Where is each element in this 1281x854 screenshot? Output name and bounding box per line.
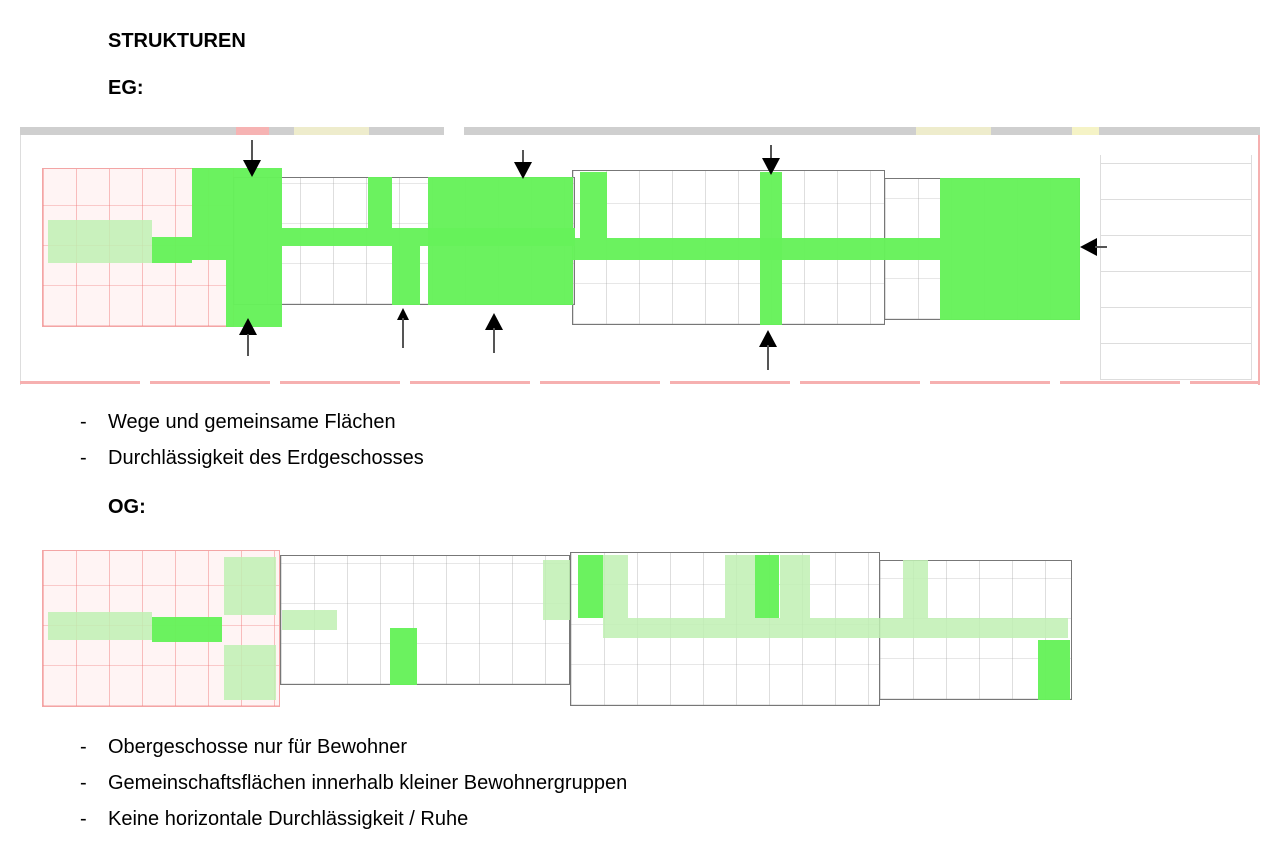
og-shared-corridor — [603, 618, 1068, 638]
og-shared-area — [224, 557, 276, 615]
eg-label: EG: — [108, 77, 144, 99]
eg-path — [580, 172, 607, 238]
eg-common-hall — [940, 178, 1080, 320]
og-shared-area — [725, 555, 755, 618]
og-shared-area — [224, 645, 276, 700]
entrance-arrow-icon — [485, 313, 503, 330]
og-label: OG: — [108, 496, 146, 518]
eg-path — [368, 177, 392, 228]
og-shared-area — [903, 560, 928, 618]
eg-corridor — [572, 238, 940, 260]
og-common-room — [152, 617, 222, 642]
eg-common-hall — [428, 177, 573, 305]
eg-path — [192, 168, 282, 260]
og-shared-area — [543, 560, 570, 620]
og-shared-area — [282, 610, 337, 630]
entrance-arrow-icon — [239, 318, 257, 335]
entrance-arrow-icon — [759, 330, 777, 347]
eg-path — [226, 260, 282, 327]
page-title: STRUKTUREN — [108, 30, 246, 52]
entrance-arrow-icon — [514, 162, 532, 179]
entrance-arrow-icon — [397, 308, 409, 320]
eg-shared-area — [48, 220, 152, 263]
entrance-arrow-icon — [243, 160, 261, 177]
entrance-arrow-icon — [762, 158, 780, 175]
eg-path — [152, 237, 192, 263]
og-shared-area — [780, 555, 810, 618]
og-common-room — [1038, 640, 1070, 700]
og-common-room — [390, 628, 417, 685]
eg-path — [760, 172, 782, 325]
eg-path — [392, 246, 420, 305]
og-shared-area — [48, 612, 152, 640]
og-common-room — [578, 555, 603, 618]
og-common-room — [755, 555, 779, 618]
entrance-arrow-icon — [1080, 238, 1097, 256]
og-shared-area — [603, 555, 628, 618]
